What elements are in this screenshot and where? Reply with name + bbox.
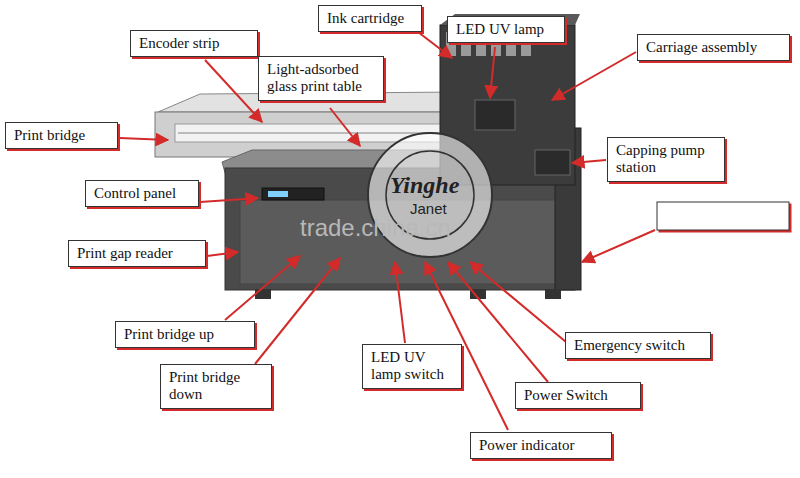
callout-box: LED UV lamp bbox=[447, 16, 565, 43]
callout-box: Ink cartridge bbox=[318, 5, 422, 32]
watermark-text: trade.china.cn bbox=[300, 214, 451, 242]
part-name: Print gap reader bbox=[77, 245, 197, 262]
part-name: Power Switch bbox=[524, 387, 632, 404]
callout-box: Light-adsorbed glass print table bbox=[258, 56, 384, 101]
callout-box: Power indicator bbox=[470, 432, 612, 459]
part-name: Ink cartridge bbox=[327, 10, 413, 27]
callout-box: Print bridge up bbox=[115, 321, 255, 348]
part-name: Control panel bbox=[94, 185, 190, 202]
part-name: Capping pump station bbox=[616, 142, 716, 177]
part-name: LED UV lamp bbox=[456, 21, 556, 38]
part-name: Print bridge bbox=[14, 127, 109, 144]
callout-box: Encoder strip bbox=[130, 30, 258, 57]
part-name: Carriage assembly bbox=[646, 39, 781, 56]
part-name: Emergency switch bbox=[574, 337, 702, 354]
callout-box: Emergency switch bbox=[565, 332, 711, 359]
callout-box: Print bridge down bbox=[160, 364, 272, 409]
part-name: Print bridge up bbox=[124, 326, 246, 343]
part-name: Power indicator bbox=[479, 437, 603, 454]
callout-box: Print bridge bbox=[5, 122, 118, 149]
callout-box: Power Switch bbox=[515, 382, 641, 409]
part-name: Light-adsorbed glass print table bbox=[267, 61, 375, 96]
callout-box: Capping pump station bbox=[607, 137, 725, 182]
empty-callout-box bbox=[657, 202, 789, 230]
part-name: Encoder strip bbox=[139, 35, 249, 52]
callout-box: LED UV lamp switch bbox=[362, 344, 462, 389]
callout-box: Carriage assembly bbox=[637, 34, 790, 61]
watermark-text: Yinghe bbox=[390, 172, 459, 199]
leader-lines bbox=[120, 32, 655, 430]
callout-box: Control panel bbox=[85, 180, 199, 207]
callout-box: Print gap reader bbox=[68, 240, 206, 267]
part-name: Print bridge down bbox=[169, 369, 263, 404]
part-name: LED UV lamp switch bbox=[371, 349, 453, 384]
